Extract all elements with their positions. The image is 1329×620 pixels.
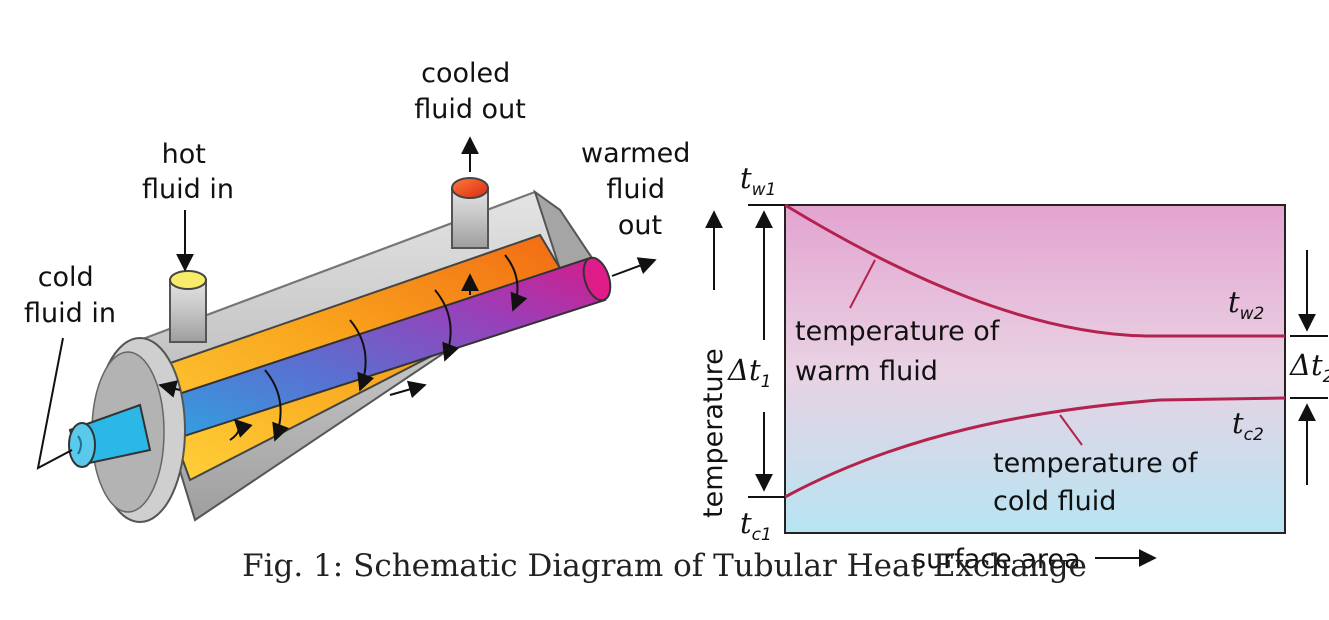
t-c2-label: tc2 xyxy=(1232,406,1264,445)
cooled-outlet-pipe xyxy=(451,177,489,249)
t-w2-label: tw2 xyxy=(1228,285,1264,324)
t-w1-label: tw1 xyxy=(740,161,776,200)
cold-in-leader xyxy=(36,337,73,470)
delta-t2-label: Δt2 xyxy=(1289,348,1329,387)
t-c1-label: tc1 xyxy=(740,506,772,545)
tubular-heat-exchanger: hot fluid in cooled fluid out warmed flu… xyxy=(24,58,699,523)
cooled-outlet-cap xyxy=(451,177,489,199)
cold-fluid-curve xyxy=(784,396,1286,499)
delta-t1-label: Δt1 xyxy=(727,353,771,392)
cooled-out-label: cooled fluid out xyxy=(414,58,526,125)
figure-caption: Fig. 1: Schematic Diagram of Tubular Hea… xyxy=(242,548,1087,584)
warmed-out-label: warmed fluid out xyxy=(581,138,699,241)
flow-arrows xyxy=(158,254,528,442)
hot-inlet-pipe xyxy=(169,270,207,343)
y-axis-label: temperature xyxy=(698,348,729,518)
hot-in-label: hot fluid in xyxy=(142,139,234,205)
warm-curve-leader xyxy=(849,259,876,309)
cold-curve-leader xyxy=(1059,414,1083,446)
inner-tube-outlet-end xyxy=(582,256,612,302)
warm-curve-label: temperature of warm fluid xyxy=(795,316,1008,387)
graph-plot-area xyxy=(784,204,1286,534)
x-axis-label: surface area xyxy=(912,544,1081,575)
warmed-out-arrow xyxy=(611,257,657,277)
temperature-graph: temperature surface area temperature of … xyxy=(698,161,1329,575)
cold-curve-label: temperature of cold fluid xyxy=(993,448,1206,517)
warm-fluid-curve xyxy=(784,203,1285,338)
hot-inlet-cap xyxy=(169,270,207,290)
cold-in-label: cold fluid in xyxy=(24,262,116,329)
